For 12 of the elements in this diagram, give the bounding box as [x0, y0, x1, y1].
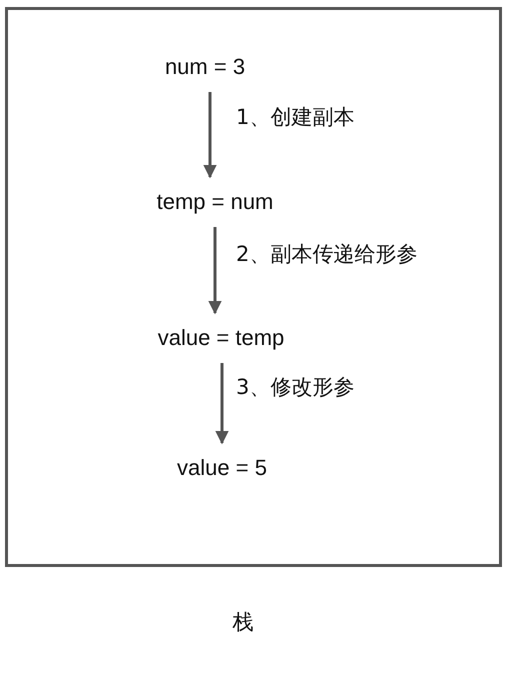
- code-text: temp = num: [152, 177, 278, 227]
- code-text: value = 5: [173, 443, 271, 493]
- arrow: [215, 363, 229, 444]
- edge-label: 1、创建副本: [236, 104, 354, 130]
- edge-label: 2、副本传递给形参: [236, 241, 418, 267]
- arrow: [208, 227, 222, 314]
- frame-caption: 栈: [232, 609, 254, 635]
- edge-label: 3、修改形参: [236, 374, 354, 400]
- code-text: value = temp: [154, 313, 288, 363]
- arrow: [203, 92, 217, 178]
- code-text: num = 3: [160, 42, 250, 92]
- stack-frame: [5, 7, 502, 567]
